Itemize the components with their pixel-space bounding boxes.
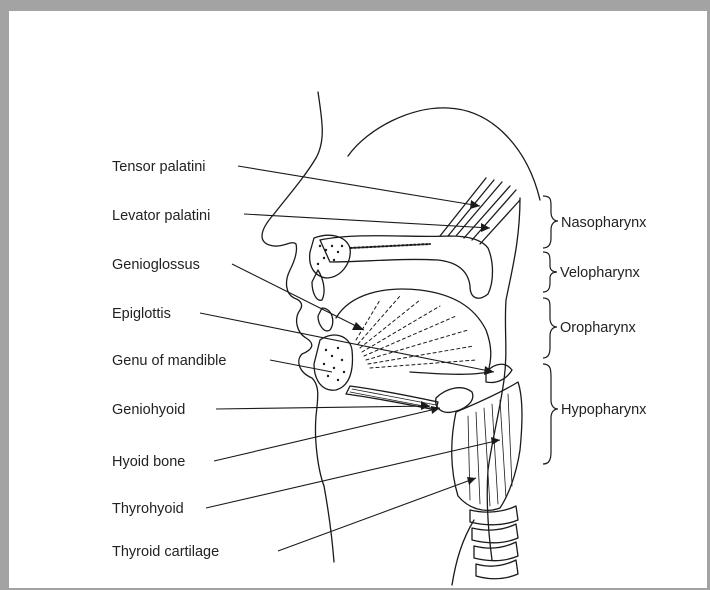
label-tensor-palatini: Tensor palatini <box>112 159 206 175</box>
label-epiglottis: Epiglottis <box>112 306 171 322</box>
label-genioglossus: Genioglossus <box>112 257 200 273</box>
label-nasopharynx: Nasopharynx <box>561 215 647 231</box>
palatini-muscles <box>440 178 520 244</box>
skull-outline <box>348 108 540 200</box>
label-genu-of-mandible: Genu of mandible <box>112 353 226 369</box>
label-hypopharynx: Hypopharynx <box>561 402 647 418</box>
neck-outline <box>452 520 474 585</box>
label-thyrohyoid: Thyrohyoid <box>112 501 184 517</box>
leader-lines <box>200 166 500 551</box>
thyrohyoid-fibers <box>468 394 512 506</box>
hyoid-bone <box>436 388 473 413</box>
lower-incisor <box>318 308 333 331</box>
mandible <box>314 335 352 390</box>
label-velopharynx: Velopharynx <box>560 265 641 281</box>
tongue <box>336 289 491 374</box>
label-levator-palatini: Levator palatini <box>112 208 210 224</box>
label-thyroid-cartilage: Thyroid cartilage <box>112 544 219 560</box>
region-braces <box>543 196 558 464</box>
label-hyoid-bone: Hyoid bone <box>112 454 185 470</box>
trachea-rings <box>470 506 518 579</box>
maxilla <box>310 235 351 278</box>
label-geniohyoid: Geniohyoid <box>112 402 185 418</box>
genioglossus-fibers <box>356 296 476 368</box>
label-oropharynx: Oropharynx <box>560 320 637 336</box>
face-profile <box>262 92 334 562</box>
palatine-bone <box>350 244 430 248</box>
